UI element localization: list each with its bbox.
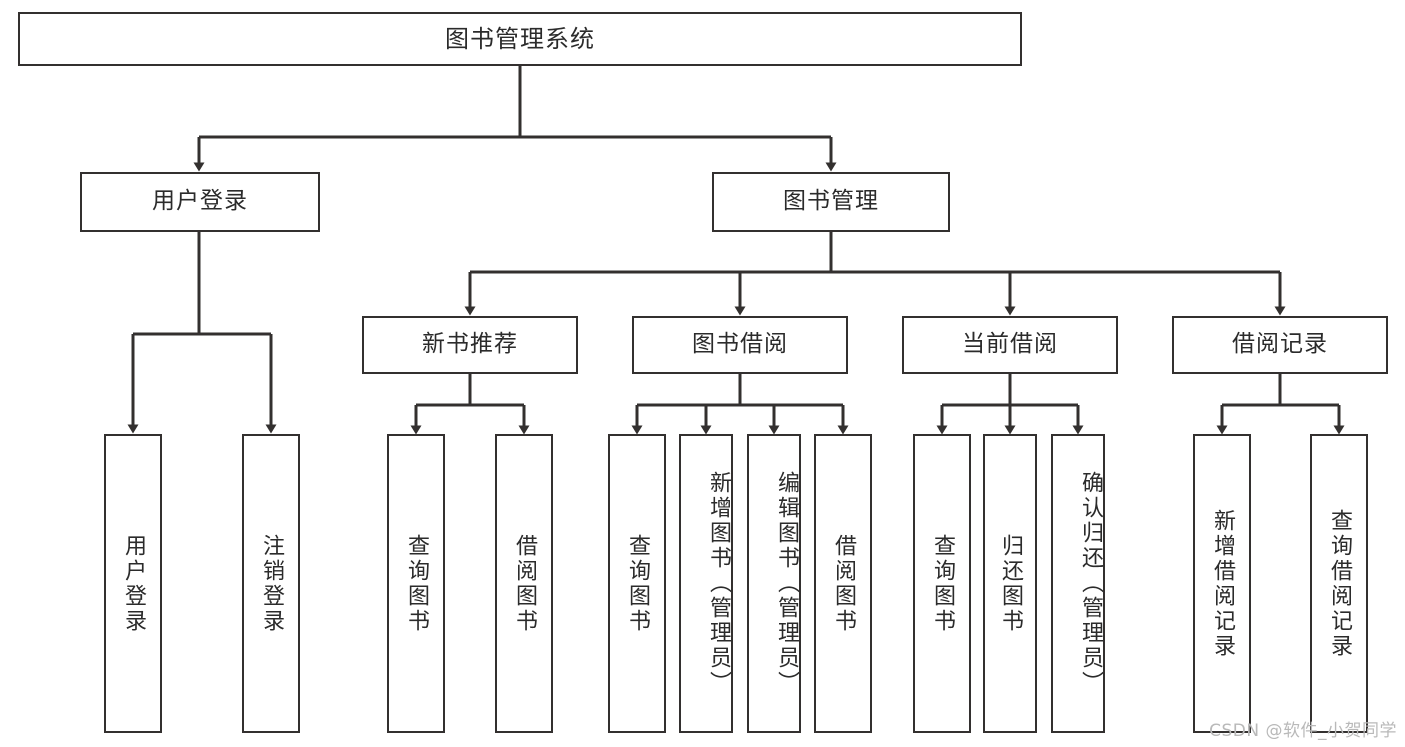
leaf-current-borrow-return-book[interactable]: 归还图书 [983,434,1037,733]
node-label: 图书管理 [783,188,879,215]
leaf-book-borrow-borrow-book[interactable]: 借阅图书 [814,434,872,733]
node-label: 查询图书 [624,533,650,634]
node-label: 新增图书（管理员） [706,471,731,696]
node-label: 注销登录 [258,533,284,634]
node-label: 图书管理系统 [445,24,595,53]
leaf-borrow-record-query-record[interactable]: 查询借阅记录 [1310,434,1368,733]
node-label: 新书推荐 [422,331,518,358]
node-label: 借阅图书 [830,533,856,634]
node-label: 新增借阅记录 [1209,508,1235,659]
node-label: 查询借阅记录 [1326,508,1352,659]
node-label: 用户登录 [152,188,248,215]
node-label: 确认归还（管理员） [1078,471,1103,696]
node-label: 归还图书 [997,533,1023,634]
leaf-new-book-borrow-book[interactable]: 借阅图书 [495,434,553,733]
node-label: 查询图书 [929,533,955,634]
node-root-book-management-system[interactable]: 图书管理系统 [18,12,1022,66]
node-label: 借阅图书 [511,533,537,634]
leaf-current-borrow-query-book[interactable]: 查询图书 [913,434,971,733]
node-label: 当前借阅 [962,331,1058,358]
node-label: 编辑图书（管理员） [774,471,799,696]
node-label: 查询图书 [403,533,429,634]
leaf-user-login-login[interactable]: 用户登录 [104,434,162,733]
leaf-book-borrow-edit-book-admin[interactable]: 编辑图书（管理员） [747,434,801,733]
leaf-book-borrow-add-book-admin[interactable]: 新增图书（管理员） [679,434,733,733]
node-label: 图书借阅 [692,331,788,358]
node-new-book-recommend[interactable]: 新书推荐 [362,316,578,374]
node-book-management[interactable]: 图书管理 [712,172,950,232]
leaf-user-login-logout[interactable]: 注销登录 [242,434,300,733]
leaf-borrow-record-add-record[interactable]: 新增借阅记录 [1193,434,1251,733]
node-book-borrow[interactable]: 图书借阅 [632,316,848,374]
leaf-current-borrow-confirm-return-admin[interactable]: 确认归还（管理员） [1051,434,1105,733]
node-borrow-record[interactable]: 借阅记录 [1172,316,1388,374]
node-label: 借阅记录 [1232,331,1328,358]
node-label: 用户登录 [120,533,146,634]
csdn-watermark: CSDN @软件_小贺同学 [1209,721,1397,741]
node-current-borrow[interactable]: 当前借阅 [902,316,1118,374]
leaf-new-book-query-book[interactable]: 查询图书 [387,434,445,733]
leaf-book-borrow-query-book[interactable]: 查询图书 [608,434,666,733]
node-user-login[interactable]: 用户登录 [80,172,320,232]
